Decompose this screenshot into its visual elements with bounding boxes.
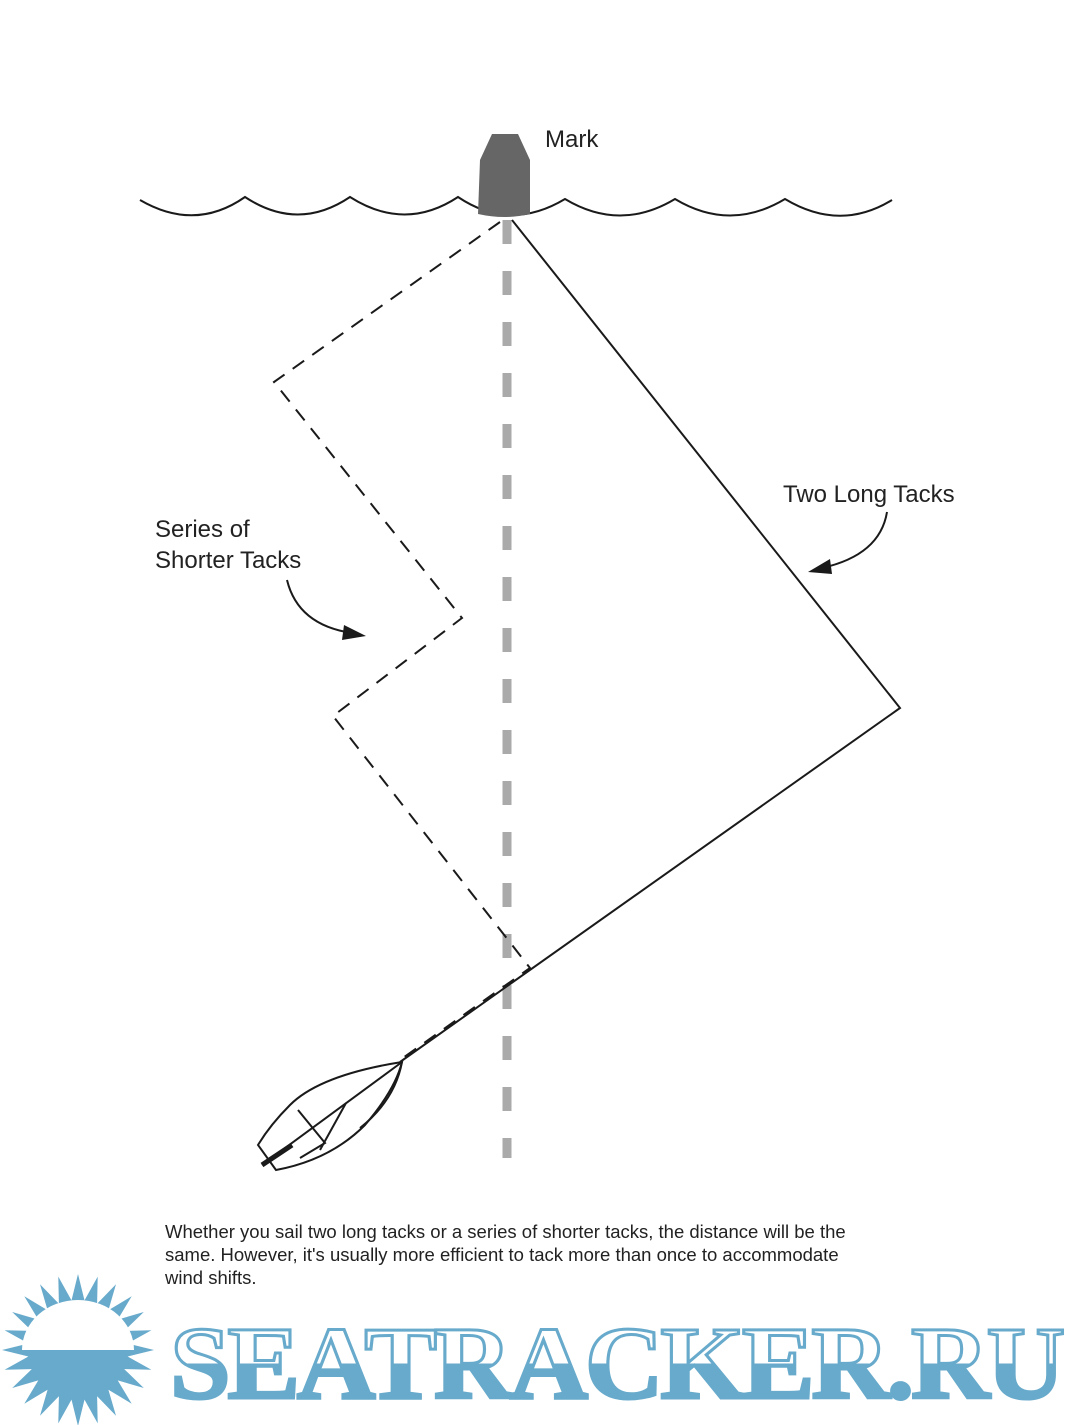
sun-logo-icon	[2, 1274, 154, 1425]
two-long-tacks-label: Two Long Tacks	[783, 481, 955, 508]
mark-label: Mark	[545, 126, 599, 153]
arrow-shorter-tacks	[286, 579, 353, 634]
caption-line: Whether you sail two long tacks or a ser…	[165, 1221, 846, 1242]
shorter-tacks-path	[272, 221, 532, 1061]
caption-line: same. However, it's usually more efficie…	[165, 1244, 839, 1265]
two-long-tacks-path	[399, 219, 902, 1063]
mark-buoy	[478, 134, 530, 217]
arrowhead-icon	[342, 625, 366, 640]
series-label-line2: Shorter Tacks	[155, 547, 301, 574]
arrowhead-icon	[808, 559, 832, 574]
series-label-line1: Series of	[155, 516, 250, 543]
arrow-two-long-tacks	[821, 511, 888, 569]
sailboat-icon	[256, 1060, 404, 1172]
caption-line: wind shifts.	[164, 1267, 257, 1288]
watermark-text: SEATRACKER.RU	[170, 1306, 1063, 1421]
